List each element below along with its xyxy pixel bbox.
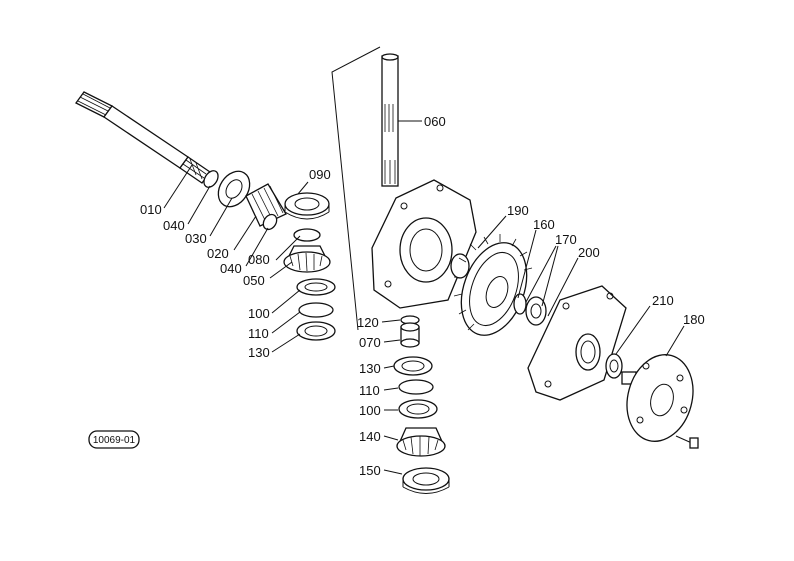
label-020: 020 — [207, 246, 229, 261]
vertical-shaft-part — [381, 53, 399, 187]
label-090: 090 — [309, 167, 331, 182]
label-120: 120 — [357, 315, 379, 330]
label-210: 210 — [652, 293, 674, 308]
label-050: 050 — [243, 273, 265, 288]
label-110: 110 — [248, 326, 269, 341]
label-100: 100 — [248, 306, 270, 321]
label-010: 010 — [140, 202, 162, 217]
lower-gear-stack — [393, 315, 450, 494]
label-200: 200 — [578, 245, 600, 260]
part-labels: 010 040 030 020 040 080 050 090 100 110 … — [140, 114, 705, 478]
label-040: 040 — [220, 261, 242, 276]
label-190: 190 — [507, 203, 529, 218]
side-cover-housing — [527, 285, 627, 401]
reference-code-box: 10069-01 — [88, 430, 140, 449]
label-040: 040 — [163, 218, 185, 233]
label-030: 030 — [185, 231, 207, 246]
label-130: 130 — [248, 345, 270, 360]
label-180: 180 — [683, 312, 705, 327]
label-150: 150 — [359, 463, 381, 478]
label-080: 080 — [248, 252, 270, 267]
bearing-assembly — [513, 293, 547, 326]
label-060: 060 — [424, 114, 446, 129]
bracket-line — [331, 46, 381, 331]
input-shaft-part — [75, 91, 287, 231]
gearbox-housing — [371, 179, 477, 309]
label-110: 110 — [359, 383, 380, 398]
label-070: 070 — [359, 335, 381, 350]
reference-code: 10069-01 — [93, 435, 136, 446]
label-160: 160 — [533, 217, 555, 232]
label-140: 140 — [359, 429, 381, 444]
left-gear-stack — [283, 192, 336, 341]
label-130: 130 — [359, 361, 381, 376]
label-100: 100 — [359, 403, 381, 418]
leader-lines — [163, 120, 685, 475]
label-170: 170 — [555, 232, 577, 247]
output-flange-part — [605, 353, 699, 449]
